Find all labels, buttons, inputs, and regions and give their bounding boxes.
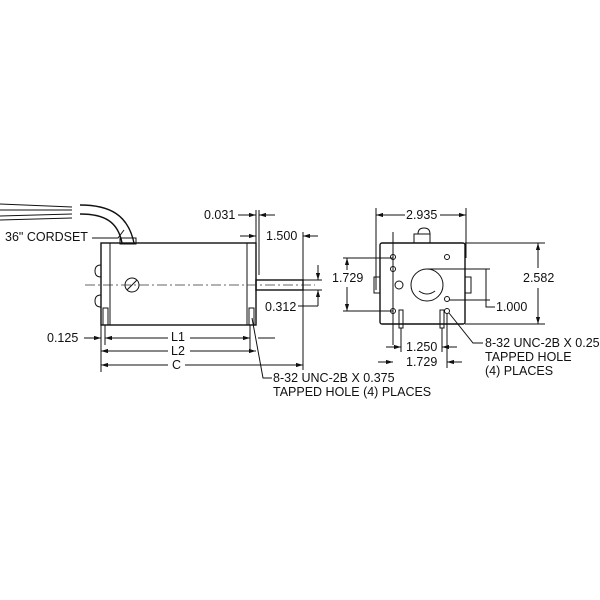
dim-1-000: 1.000 — [496, 300, 527, 314]
dim-1-500: 1.500 — [266, 229, 297, 243]
dim-1-729-vertical: 1.729 — [332, 271, 363, 285]
cordset-label: 36" CORDSET — [5, 230, 88, 244]
dim-2-935: 2.935 — [406, 208, 437, 222]
dim-l1: L1 — [171, 330, 185, 344]
shaft-bore — [410, 268, 444, 302]
dim-2-582: 2.582 — [523, 271, 554, 285]
side-view: 36" CORDSET 0.031 1.500 0.312 0.125 L1 L… — [0, 203, 431, 399]
end-note-line3: (4) PLACES — [485, 364, 553, 378]
dim-c: C — [172, 358, 181, 372]
cordset — [0, 203, 137, 245]
dim-0-031: 0.031 — [204, 208, 235, 222]
side-note-line2: TAPPED HOLE (4) PLACES — [273, 385, 431, 399]
dim-l2: L2 — [171, 344, 185, 358]
end-note-line2: TAPPED HOLE — [485, 350, 572, 364]
dim-1-729-horizontal: 1.729 — [406, 355, 437, 369]
dim-1-250: 1.250 — [406, 340, 437, 354]
cordset-leader — [92, 229, 125, 239]
motor-body — [94, 242, 257, 326]
dim-0-312: 0.312 — [265, 300, 296, 314]
end-view: 2.935 2.582 1.729 1.000 1.250 1.729 8-32… — [332, 208, 600, 378]
side-note-line1: 8-32 UNC-2B X 0.375 — [273, 371, 395, 385]
dim-0-125: 0.125 — [47, 331, 78, 345]
end-note-line1: 8-32 UNC-2B X 0.25 — [485, 336, 600, 350]
